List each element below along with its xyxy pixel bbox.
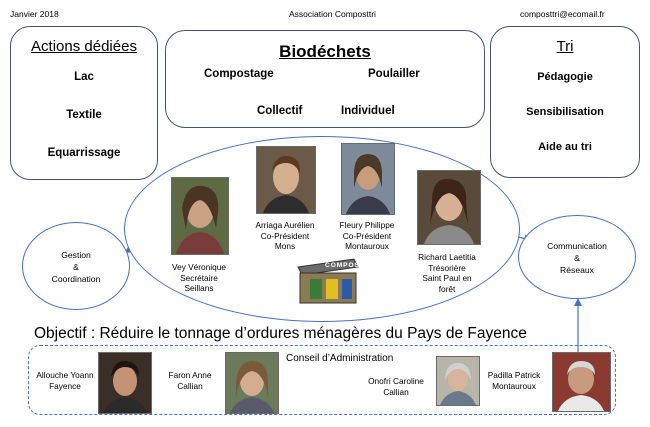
gestion-line1: Gestion bbox=[61, 250, 91, 260]
logo-text: COMPOST TRI bbox=[325, 262, 382, 269]
photo-fleury-philippe bbox=[341, 143, 395, 215]
photo-vey-veronique bbox=[171, 177, 229, 255]
photo-onofri-caroline bbox=[436, 356, 480, 406]
bio-item-individuel: Individuel bbox=[341, 105, 395, 117]
communication-line1: Communication bbox=[547, 241, 607, 251]
biodechets-title: Biodéchets bbox=[279, 42, 371, 61]
tri-item-pedagogie: Pédagogie bbox=[537, 71, 593, 83]
tri-box: Tri Pédagogie Sensibilisation Aide au tr… bbox=[490, 26, 640, 178]
objectif-text: Objectif : Réduire le tonnage d’ordures … bbox=[34, 325, 527, 342]
bio-item-compostage: Compostage bbox=[204, 68, 274, 80]
gestion-line2: & bbox=[73, 262, 79, 272]
gestion-line3: Coordination bbox=[51, 274, 101, 284]
tri-title: Tri bbox=[556, 38, 574, 55]
association-label: Association Composttri bbox=[289, 9, 376, 19]
bio-item-poulailler: Poulailler bbox=[368, 68, 420, 80]
date-label: Janvier 2018 bbox=[10, 9, 59, 19]
photo-faron-anne bbox=[225, 352, 279, 414]
photo-allouche-yoann bbox=[98, 352, 152, 414]
communication-line3: Réseaux bbox=[560, 265, 594, 275]
actions-box: Actions dédiées Lac Textile Equarrissage bbox=[10, 26, 158, 180]
biodechets-box: Biodéchets Compostage Poulailler Collect… bbox=[165, 30, 485, 128]
composttri-logo bbox=[292, 253, 362, 305]
communication-line2: & bbox=[574, 253, 580, 263]
gestion-ellipse: Gestion & Coordination bbox=[22, 222, 130, 310]
tri-item-aide: Aide au tri bbox=[538, 141, 592, 153]
conseil-box bbox=[28, 345, 616, 415]
tri-item-sensibilisation: Sensibilisation bbox=[526, 106, 604, 118]
action-item-equarrissage: Equarrissage bbox=[47, 147, 121, 159]
photo-padilla-patrick bbox=[552, 352, 611, 412]
bio-item-collectif: Collectif bbox=[257, 105, 303, 117]
communication-ellipse: Communication & Réseaux bbox=[518, 215, 636, 299]
conseil-title: Conseil d’Administration bbox=[286, 353, 394, 364]
action-item-lac: Lac bbox=[74, 71, 94, 83]
photo-richard-laetitia bbox=[417, 170, 481, 245]
photo-arriaga-aurelien bbox=[256, 146, 316, 214]
email-label: composttri@ecomail.fr bbox=[520, 9, 605, 19]
action-item-textile: Textile bbox=[66, 109, 102, 121]
actions-title: Actions dédiées bbox=[31, 38, 137, 55]
